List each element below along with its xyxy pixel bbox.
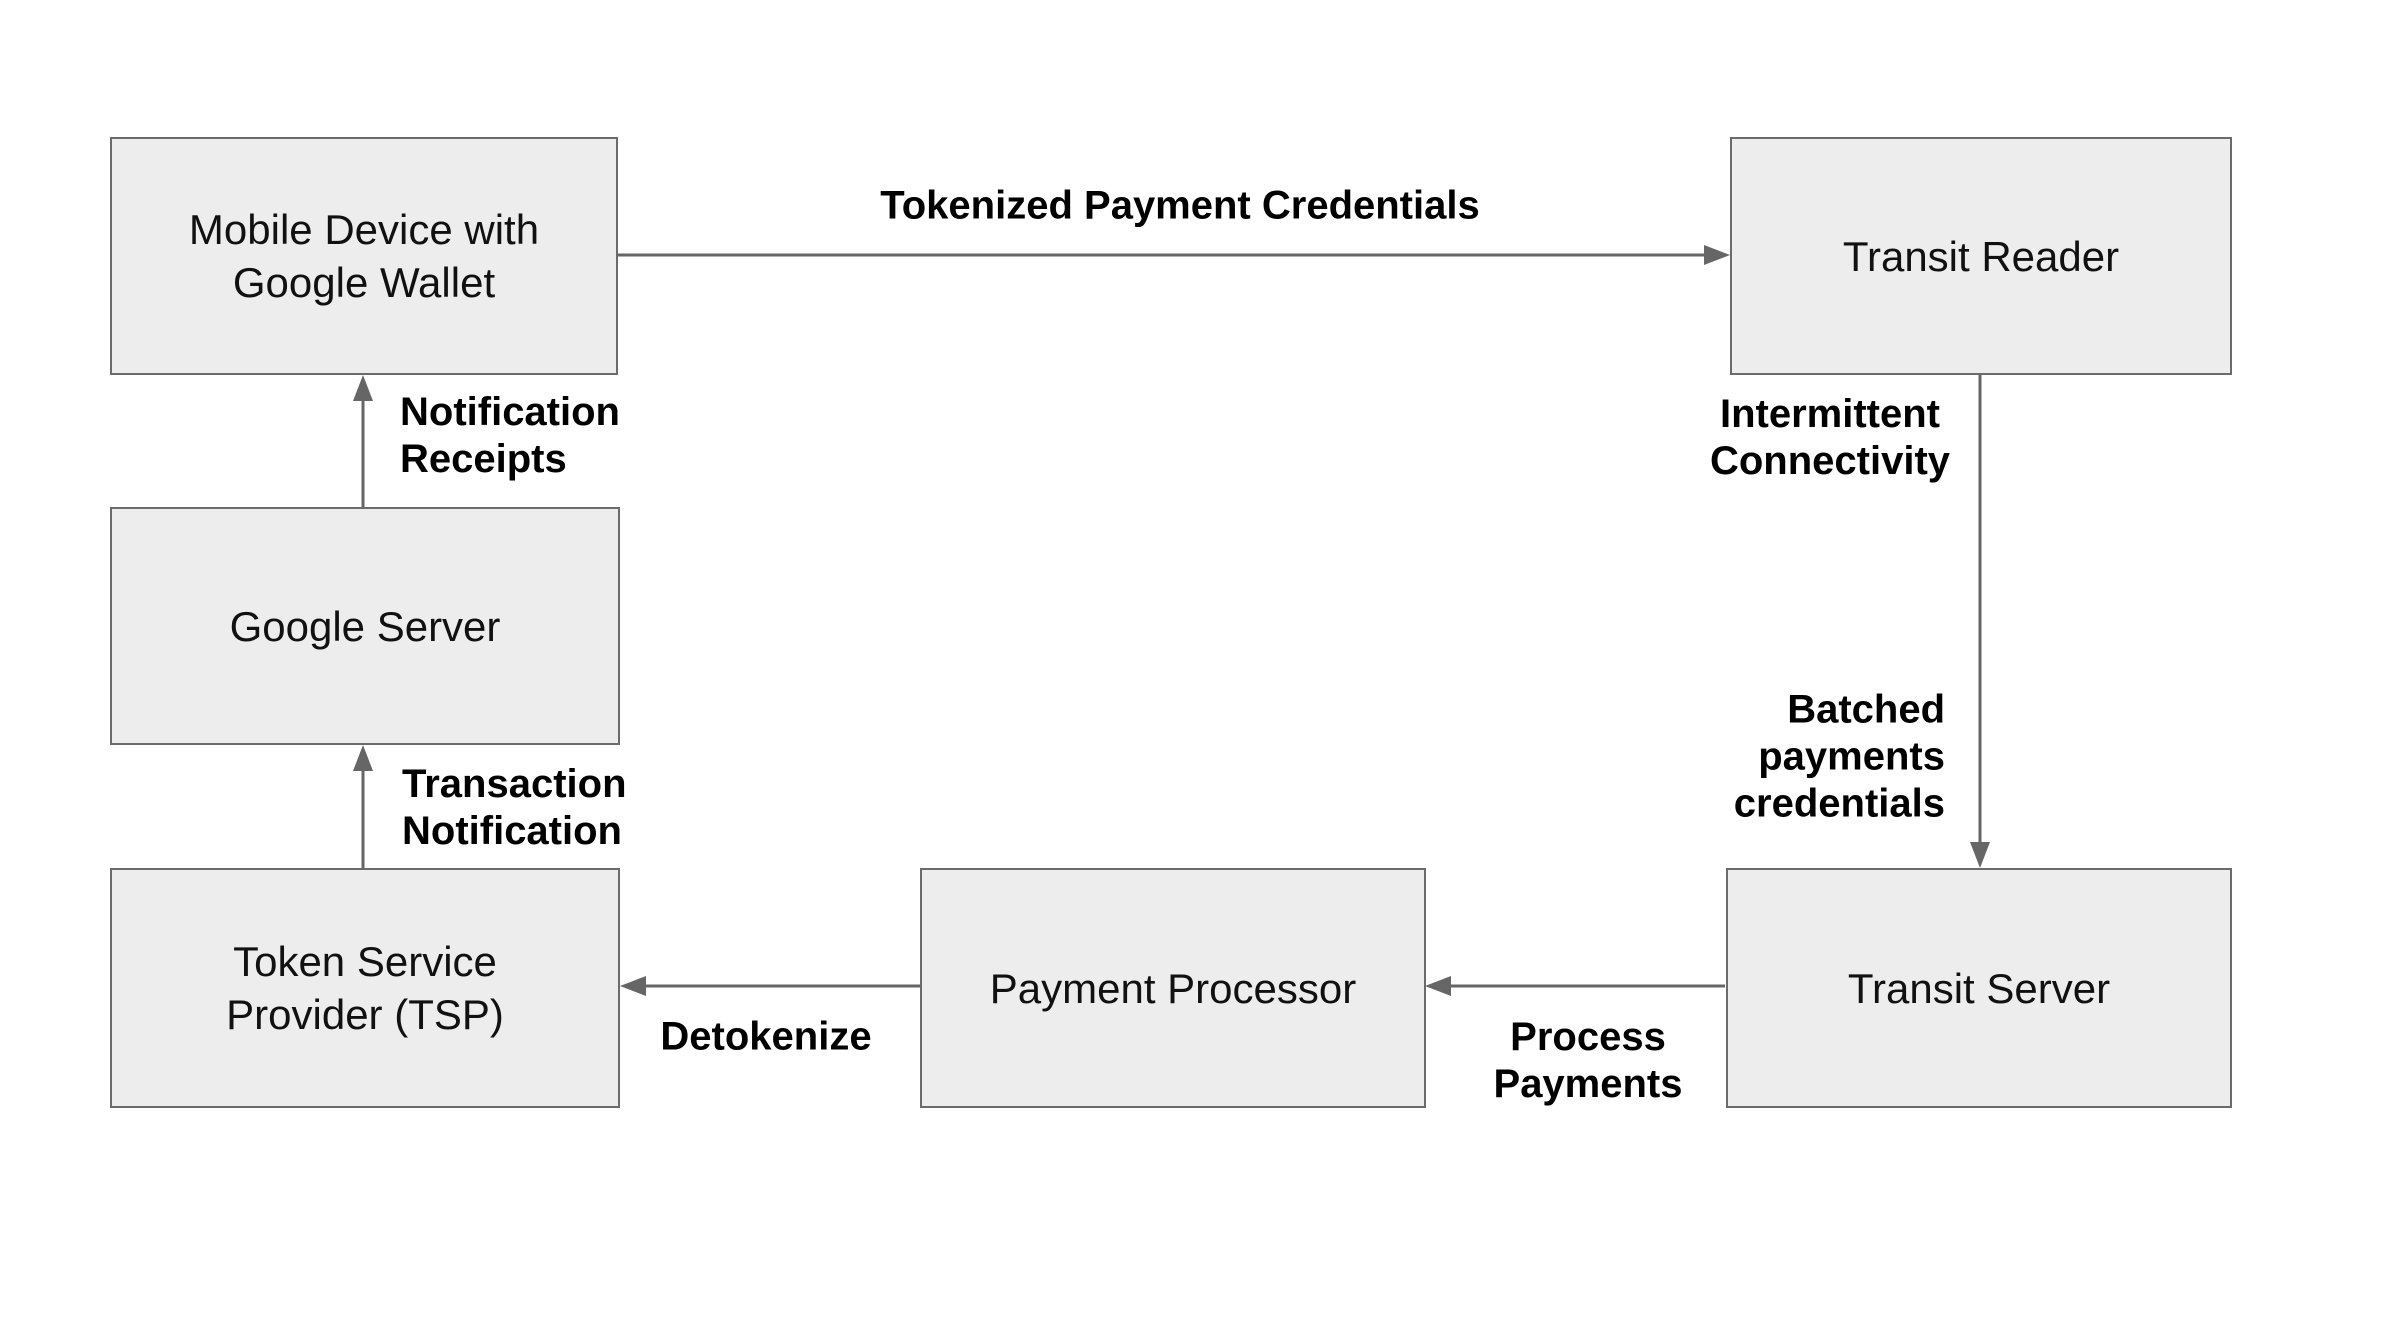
arrow-batched-payments-credentials	[1970, 375, 1990, 868]
node-google-server-label: Google Server	[229, 602, 501, 650]
edge-label-process-payments: Process Payments	[1493, 1015, 1683, 1106]
node-google-server: Google Server	[110, 507, 620, 745]
node-payment-processor: Payment Processor	[920, 868, 1426, 1108]
node-transit-reader-label: Transit Reader	[1842, 232, 2120, 280]
node-mobile-device-label: Mobile Device with Google Wallet	[188, 206, 540, 306]
arrow-process-payments	[1425, 976, 1725, 996]
node-transit-reader: Transit Reader	[1730, 137, 2232, 375]
edge-label-batched-payments-credentials: Batched payments credentials	[1733, 687, 1945, 826]
edge-label-tokenized-payment-credentials: Tokenized Payment Credentials	[880, 183, 1480, 228]
node-payment-processor-label: Payment Processor	[989, 964, 1357, 1012]
edge-label-notification-receipts: Notification Receipts	[400, 390, 620, 481]
arrow-tokenized-payment-credentials	[618, 245, 1730, 265]
node-transit-server-label: Transit Server	[1847, 964, 2111, 1012]
arrow-transaction-notification	[353, 745, 373, 868]
node-token-service-provider: Token Service Provider (TSP)	[110, 868, 620, 1108]
edge-label-transaction-notification: Transaction Notification	[402, 762, 627, 853]
edge-label-intermittent-connectivity: Intermittent Connectivity	[1709, 392, 1951, 483]
node-transit-server: Transit Server	[1726, 868, 2232, 1108]
node-mobile-device: Mobile Device with Google Wallet	[110, 137, 618, 375]
arrow-detokenize	[620, 976, 920, 996]
node-token-service-provider-label: Token Service Provider (TSP)	[226, 938, 504, 1038]
arrow-notification-receipts	[353, 375, 373, 507]
edge-label-detokenize: Detokenize	[660, 1014, 872, 1059]
